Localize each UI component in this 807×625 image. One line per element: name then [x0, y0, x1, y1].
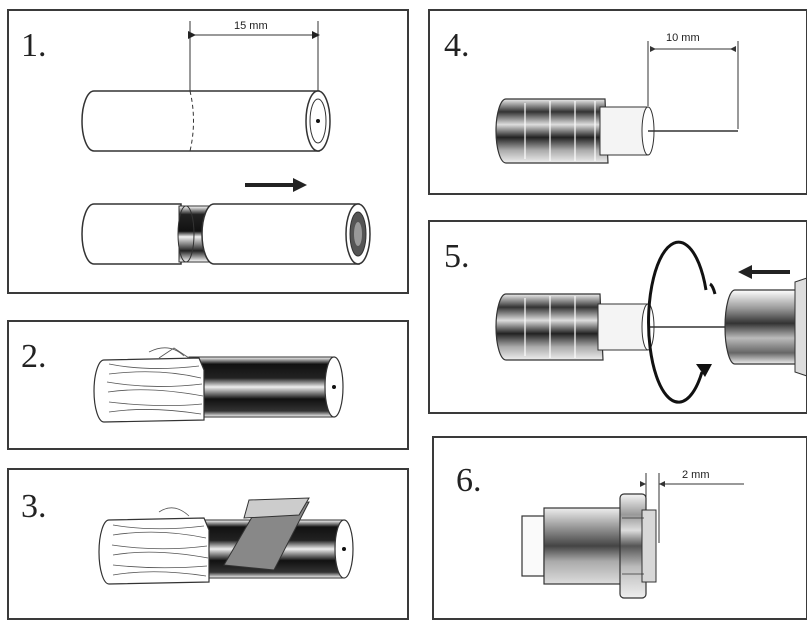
- dimension-15mm-label: 15 mm: [234, 20, 268, 32]
- step-4-panel: 4. 10 mm: [428, 9, 807, 195]
- step-2-number: 2.: [21, 338, 47, 375]
- step-3-illustration: [98, 497, 354, 585]
- dimension-10mm-label: 10 mm: [666, 32, 700, 44]
- step-2-panel: 2.: [7, 320, 409, 450]
- step-5-illustration: [495, 240, 806, 404]
- step-1-illustration: 15 mm: [81, 20, 371, 265]
- step-3-number: 3.: [21, 488, 47, 525]
- step-2-illustration: [93, 347, 344, 423]
- step-1-panel: 1. 15 mm: [7, 9, 409, 294]
- step-4-illustration: 10 mm: [495, 32, 739, 164]
- step-4-number: 4.: [444, 27, 470, 64]
- step-6-panel: 6. 2 mm: [432, 436, 807, 620]
- step-3-panel: 3.: [7, 468, 409, 620]
- step-5-number: 5.: [444, 238, 470, 275]
- step-1-number: 1.: [21, 27, 47, 64]
- step-6-illustration: 2 mm: [521, 469, 744, 599]
- step-5-panel: 5.: [428, 220, 807, 414]
- step-6-number: 6.: [456, 462, 482, 499]
- dimension-2mm-label: 2 mm: [682, 469, 710, 481]
